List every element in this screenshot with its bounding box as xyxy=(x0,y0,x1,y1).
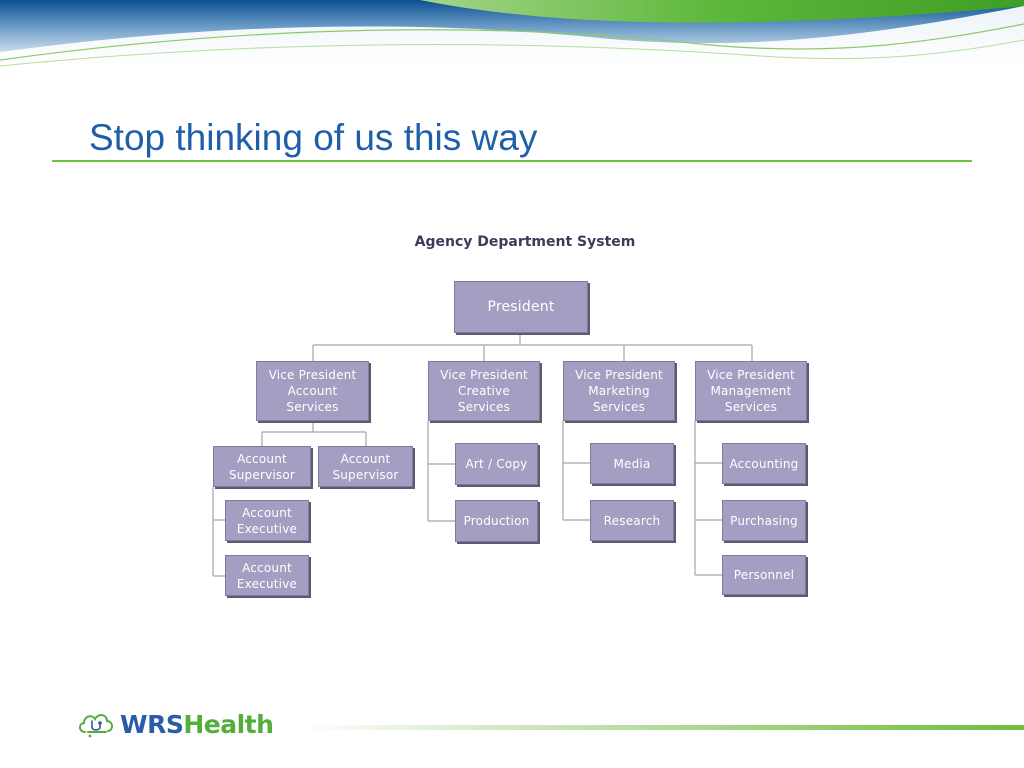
node-account-supervisor: Account Supervisor xyxy=(213,446,311,487)
cloud-stethoscope-icon xyxy=(79,714,113,738)
wrshealth-logo: WRSHealth xyxy=(76,706,274,742)
node-account-executive: Account Executive xyxy=(225,500,309,541)
node-accounting: Accounting xyxy=(722,443,806,484)
node-production: Production xyxy=(455,500,538,542)
node-personnel: Personnel xyxy=(722,555,806,595)
brand-name: WRSHealth xyxy=(120,709,274,739)
brand-health: Health xyxy=(183,709,274,739)
node-purchasing: Purchasing xyxy=(722,500,806,541)
node-account-executive: Account Executive xyxy=(225,555,309,596)
node-president: President xyxy=(454,281,588,333)
node-vp-management-services: Vice President Management Services xyxy=(695,361,807,421)
node-media: Media xyxy=(590,443,674,484)
title-divider xyxy=(52,160,972,162)
node-vp-account-services: Vice President Account Services xyxy=(256,361,369,421)
header-banner xyxy=(0,0,1024,80)
diagram-title: Agency Department System xyxy=(414,234,636,250)
node-vp-creative-services: Vice President Creative Services xyxy=(428,361,540,421)
node-vp-marketing-services: Vice President Marketing Services xyxy=(563,361,675,421)
node-account-supervisor: Account Supervisor xyxy=(318,446,413,487)
footer-divider xyxy=(300,725,1024,730)
node-research: Research xyxy=(590,500,674,541)
slide-title: Stop thinking of us this way xyxy=(89,117,538,158)
node-art-copy: Art / Copy xyxy=(455,443,538,485)
brand-wrs: WRS xyxy=(120,709,184,739)
